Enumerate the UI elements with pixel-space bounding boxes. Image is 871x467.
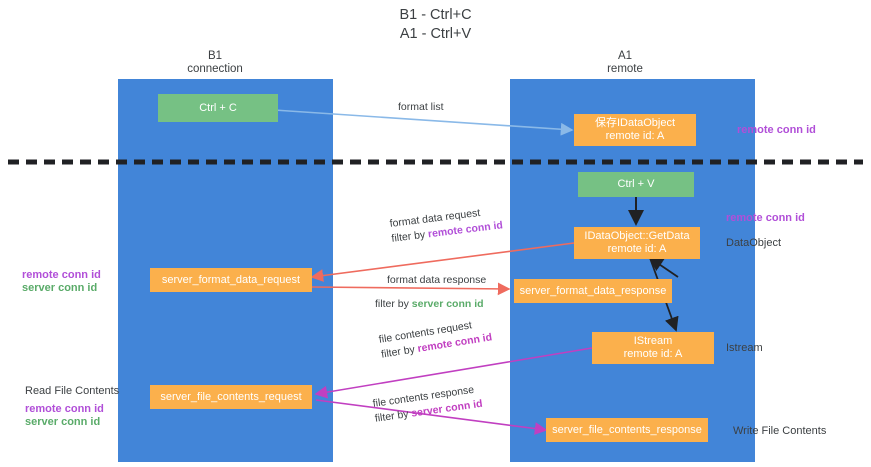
- arrow-label-format-data-response: format data response: [387, 274, 487, 286]
- label-left-server-conn-id: server conn id: [22, 282, 98, 294]
- box-server-file-contents-response[interactable]: server_file_contents_response: [546, 418, 708, 442]
- label-left-server-conn-id-2: server conn id: [25, 416, 101, 428]
- column-header-b1: B1 connection: [187, 50, 243, 75]
- label-left-remote-conn-id: remote conn id: [22, 269, 101, 281]
- column-header-a1: A1 remote: [607, 50, 643, 75]
- label-dataobject: DataObject: [726, 237, 782, 249]
- label-remote-conn-id-top: remote conn id: [737, 124, 816, 136]
- label-istream: Istream: [726, 342, 763, 354]
- filter-prefix: filter by: [390, 228, 429, 245]
- arrow-label-file-contents-response-group: file contents response filter by server …: [372, 383, 483, 426]
- label-left-remote-conn-id-2: remote conn id: [25, 403, 104, 415]
- box-ctrl-c[interactable]: Ctrl + C: [158, 94, 278, 122]
- box-save-idataobject[interactable]: 保存IDataObject remote id: A: [574, 114, 696, 146]
- filter-key: server conn id: [411, 298, 484, 310]
- arrow-label-format-data-request-group: format data request filter by remote con…: [389, 204, 504, 245]
- arrow-label-format-list: format list: [398, 101, 444, 113]
- filter-prefix: filter by: [374, 407, 413, 425]
- label-remote-conn-id-mid: remote conn id: [726, 212, 805, 224]
- box-server-format-data-request[interactable]: server_format_data_request: [150, 268, 312, 292]
- filter-prefix: filter by: [375, 298, 412, 310]
- label-read-file-contents: Read File Contents: [25, 385, 120, 397]
- box-server-format-data-response[interactable]: server_format_data_response: [514, 279, 672, 303]
- arrow-label-file-contents-request-group: file contents request filter by remote c…: [378, 316, 493, 361]
- arrow-label-format-data-response-filter: filter by server conn id: [375, 298, 484, 311]
- box-ctrl-v[interactable]: Ctrl + V: [578, 172, 694, 197]
- box-istream[interactable]: IStream remote id: A: [592, 332, 714, 364]
- label-write-file-contents: Write File Contents: [733, 425, 827, 437]
- page-title: B1 - Ctrl+C A1 - Ctrl+V: [399, 7, 472, 42]
- box-server-file-contents-request[interactable]: server_file_contents_request: [150, 385, 312, 409]
- box-idataobject-getdata[interactable]: IDataObject::GetData remote id: A: [574, 227, 700, 259]
